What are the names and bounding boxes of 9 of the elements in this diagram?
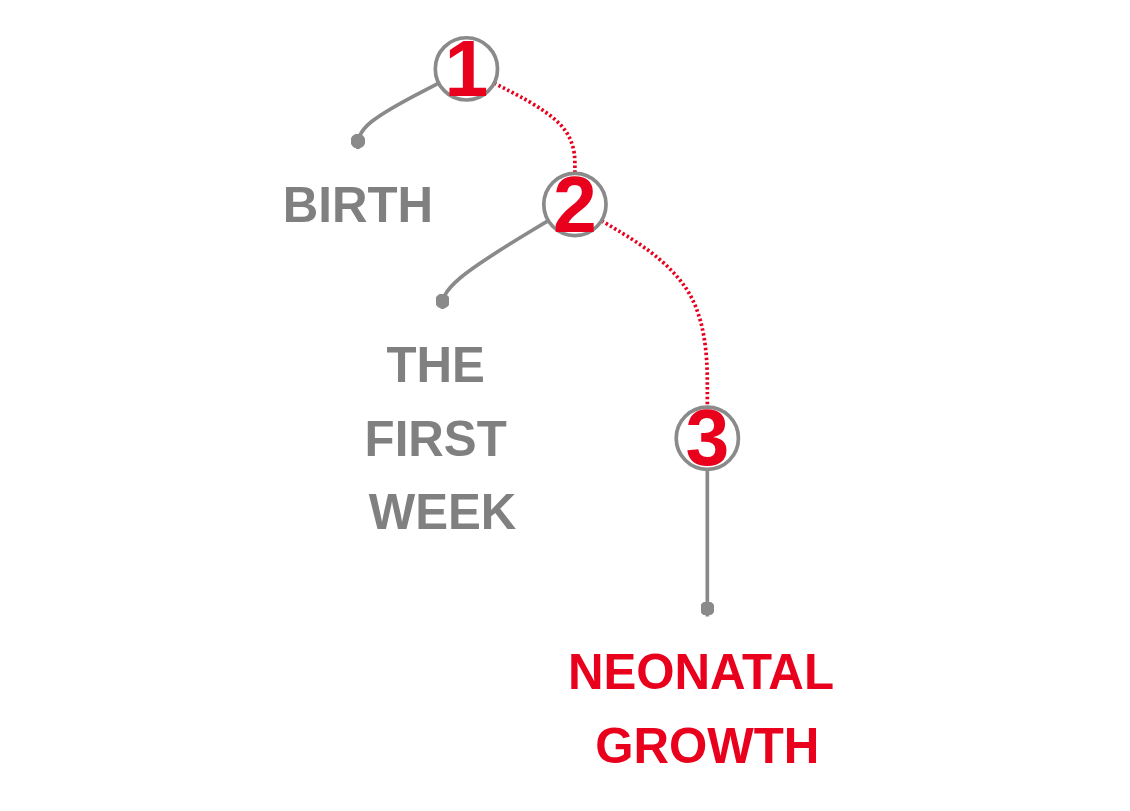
connector: [435, 219, 550, 310]
connector: [350, 81, 440, 150]
node-text: THE FIRST WEEK: [364, 337, 517, 540]
node-circle: 1: [433, 35, 500, 102]
node-text: BIRTH: [282, 177, 434, 232]
connector: [700, 469, 715, 617]
node-circle: 3: [674, 405, 741, 472]
node-text: NEONATAL GROWTH: [568, 644, 834, 773]
node-circle: 2: [542, 171, 609, 238]
